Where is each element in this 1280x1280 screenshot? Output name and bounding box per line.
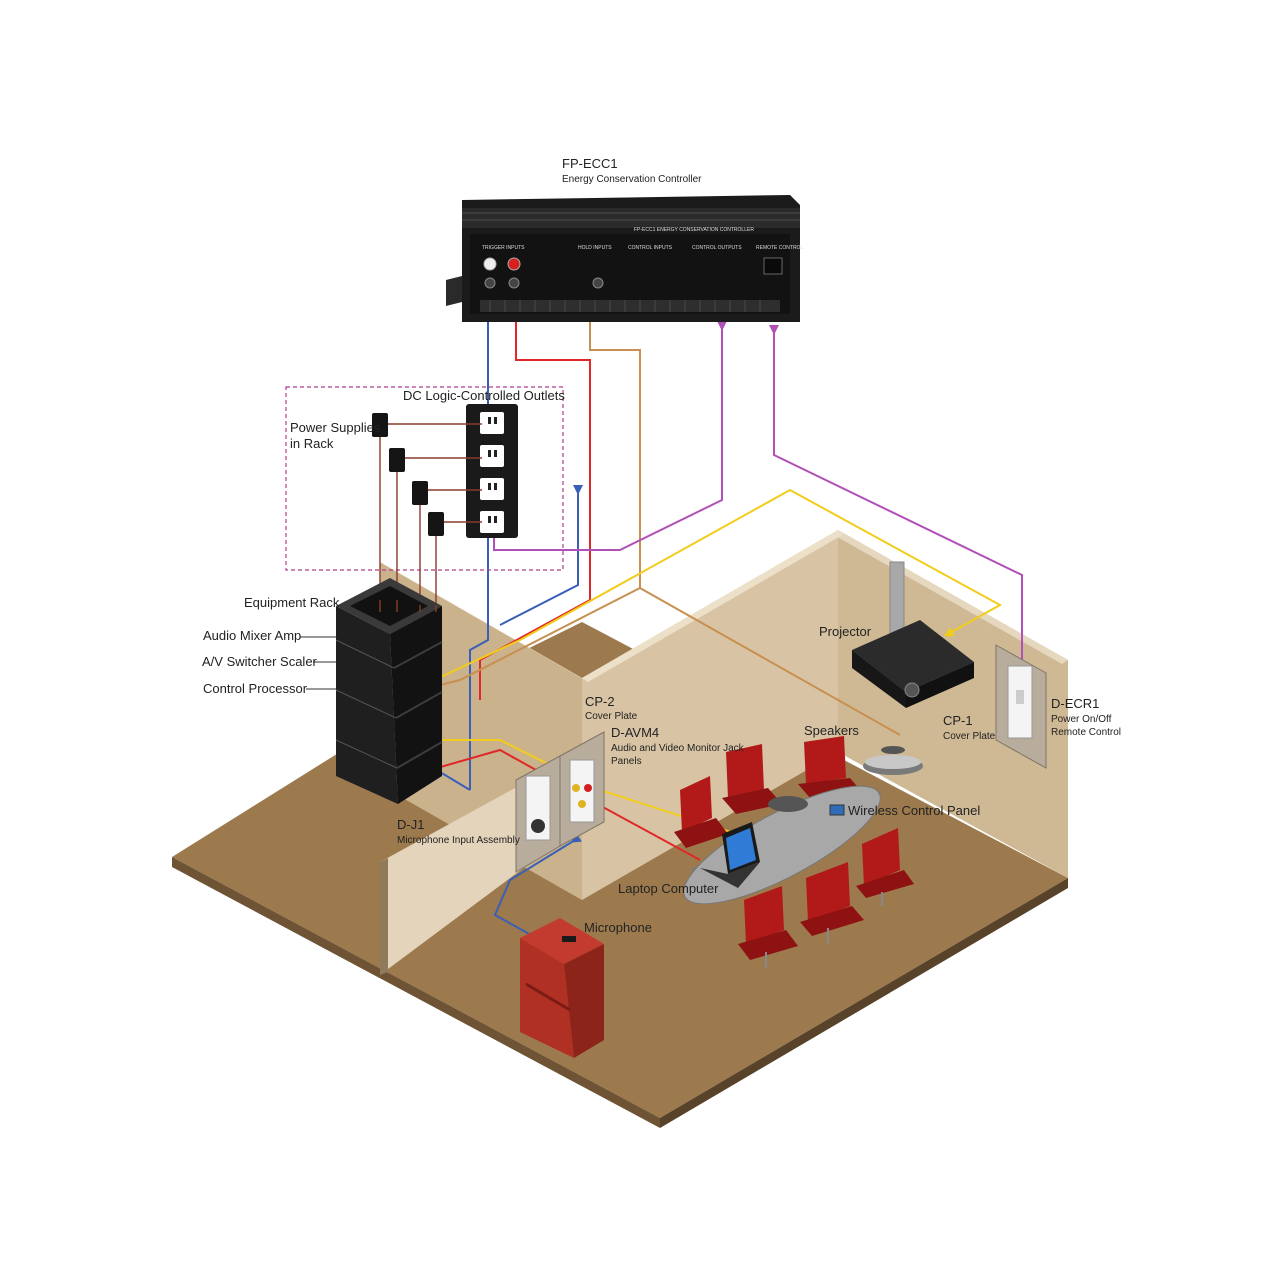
room-wall-back-cap [582, 530, 844, 682]
microphone-label: Microphone [584, 920, 652, 935]
chair [738, 886, 798, 968]
decr1-subtitle-2: Remote Control [1051, 727, 1121, 738]
decr1-subtitle-1: Power On/Off [1051, 714, 1112, 725]
room-wall-partition-edge [380, 858, 388, 975]
davm4-subtitle-2: Panels [611, 756, 642, 767]
conference-table-set [674, 736, 914, 968]
laptop-label: Laptop Computer [618, 881, 719, 896]
dc-outlet-strip [466, 404, 518, 538]
controller-section-control-outputs: CONTROL OUTPUTS [692, 245, 742, 251]
controller-section-control-inputs: CONTROL INPUTS [628, 245, 673, 251]
room [172, 530, 1068, 1128]
davm4-title: D-AVM4 [611, 725, 659, 740]
power-supplies-label: Power Supplies [290, 420, 381, 435]
cp1-subtitle: Cover Plate [943, 731, 996, 742]
chair [800, 862, 864, 944]
cp2-subtitle: Cover Plate [585, 711, 638, 722]
power-supply-icon [428, 512, 482, 605]
audio-mixer-label: Audio Mixer Amp [203, 628, 301, 643]
line-blue-mic [493, 833, 582, 941]
chair [674, 776, 728, 848]
dc-outlets-boundary [285, 386, 564, 571]
laptop [700, 822, 760, 888]
d-avm4-wall-plate [559, 731, 605, 847]
line-tan-controller [585, 307, 901, 736]
controller-section-hold: HOLD INPUTS [578, 245, 612, 251]
room-floor-edge-right [660, 878, 1068, 1128]
room-wall-alcove-cap [380, 562, 588, 682]
controller-section-remote: REMOTE CONTROL [756, 245, 803, 251]
equipment-rack-label: Equipment Rack [244, 595, 340, 610]
power-supplies-label-2: in Rack [290, 436, 334, 451]
projector [852, 561, 974, 708]
trigger-rca-white [483, 257, 497, 271]
dj1-subtitle: Microphone Input Assembly [397, 835, 520, 846]
labels: FP-ECC1 Energy Conservation Controller D… [202, 156, 1121, 935]
wireless-control-label: Wireless Control Panel [848, 803, 980, 818]
ceiling-speaker [863, 746, 923, 775]
chair [856, 828, 914, 906]
davm4-subtitle-1: Audio and Video Monitor Jack [611, 743, 745, 754]
line-purple-remote [769, 325, 1023, 660]
equipment-rack [300, 578, 443, 804]
control-processor-label: Control Processor [203, 681, 308, 696]
dc-outlets-label: DC Logic-Controlled Outlets [403, 388, 565, 403]
room-floor-edge-left [172, 857, 660, 1128]
d-j1-wall-plate [515, 755, 561, 873]
av-switcher-label: A/V Switcher Scaler [202, 654, 318, 669]
line-red-controller [479, 309, 591, 700]
d-ecr1-wall-plate [995, 644, 1047, 769]
chair [722, 744, 782, 814]
remote-control-jack [763, 257, 783, 275]
line-blue-outlet [499, 485, 583, 626]
controller-panel-text: FP-ECC1 ENERGY CONSERVATION CONTROLLER [634, 227, 754, 233]
dj1-title: D-J1 [397, 817, 424, 832]
power-supply-icon [412, 481, 482, 605]
fp-ecc1-controller: FP-ECC1 ENERGY CONSERVATION CONTROLLER T… [446, 195, 803, 322]
power-supplies [372, 413, 482, 605]
room-wall-back [582, 530, 838, 900]
line-purple-outlet [493, 321, 727, 551]
controller-subtitle: Energy Conservation Controller [562, 174, 702, 185]
power-supply-icon [372, 413, 482, 600]
cp2-title: CP-2 [585, 694, 615, 709]
lectern [520, 918, 604, 1058]
speakers-label: Speakers [804, 723, 859, 738]
projector-label: Projector [819, 624, 872, 639]
decr1-title: D-ECR1 [1051, 696, 1099, 711]
controller-section-trigger: TRIGGER INPUTS [482, 245, 525, 251]
trigger-rca-red [507, 257, 521, 271]
line-yellow-projector [429, 488, 1003, 683]
cp1-title: CP-1 [943, 713, 973, 728]
power-supply-icon [389, 448, 482, 600]
controller-title: FP-ECC1 [562, 156, 618, 171]
